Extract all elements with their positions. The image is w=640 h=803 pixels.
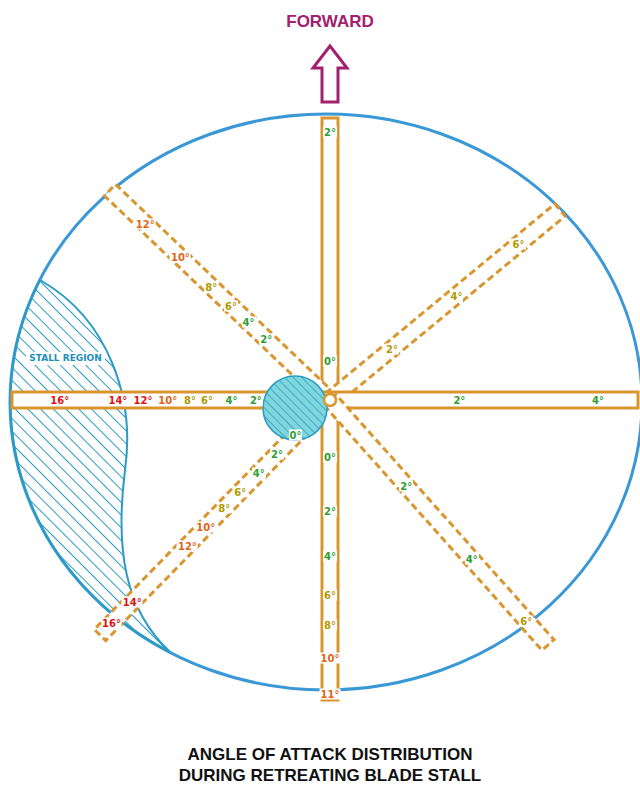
forward-arrow xyxy=(313,46,347,102)
angle-of-attack: 2° xyxy=(270,449,284,460)
rotor-hub xyxy=(324,394,336,406)
angle-of-attack: 0° xyxy=(323,355,337,366)
angle-of-attack: 4° xyxy=(242,317,256,328)
rotor-blade xyxy=(322,118,338,400)
rotor-blade xyxy=(325,204,565,406)
angle-of-attack: 2° xyxy=(259,334,273,345)
angle-of-attack: 8° xyxy=(204,281,218,292)
rotor-blades xyxy=(12,118,638,700)
angle-of-attack: 14° xyxy=(122,597,143,608)
angle-of-attack: 12° xyxy=(133,395,154,406)
angle-of-attack: 11° xyxy=(320,689,341,700)
angle-of-attack: 4° xyxy=(252,467,266,478)
angle-of-attack: 16° xyxy=(101,618,122,629)
angle-of-attack: 10° xyxy=(320,653,341,664)
stall-region: STALL REGION xyxy=(26,352,105,365)
angle-of-attack: 2° xyxy=(452,395,466,406)
rotor-blade xyxy=(104,184,335,406)
angle-of-attack: 2° xyxy=(399,480,413,491)
direction-title: FORWARD xyxy=(286,12,374,32)
angle-of-attack: 4° xyxy=(465,554,479,565)
angle-of-attack: 4° xyxy=(591,395,605,406)
angle-of-attack: 6° xyxy=(512,239,526,250)
rotor-blade xyxy=(324,395,554,651)
angle-of-attack: 2° xyxy=(249,395,263,406)
region-label: STALL REGION xyxy=(28,353,103,364)
angle-of-attack: 6° xyxy=(519,615,533,626)
angle-of-attack: 6° xyxy=(233,486,247,497)
angle-of-attack: 2° xyxy=(385,343,399,354)
angle-of-attack: 12° xyxy=(177,540,198,551)
angle-of-attack: 6° xyxy=(224,300,238,311)
angle-of-attack: 0° xyxy=(289,430,303,441)
angle-of-attack: 8° xyxy=(217,503,231,514)
angle-of-attack: 2° xyxy=(323,127,337,138)
angle-of-attack: 10° xyxy=(195,521,216,532)
angle-of-attack: 6° xyxy=(200,395,214,406)
angle-of-attack: 8° xyxy=(183,395,197,406)
angle-of-attack: 14° xyxy=(107,395,128,406)
angle-of-attack: 12° xyxy=(135,218,156,229)
angle-of-attack: 4° xyxy=(323,551,337,562)
angle-of-attack: 10° xyxy=(170,252,191,263)
reverse-flow-hub xyxy=(263,376,327,440)
rotor-blade xyxy=(330,392,638,408)
angle-of-attack: 4° xyxy=(450,290,464,301)
angle-of-attack: 6° xyxy=(323,590,337,601)
angle-of-attack: 16° xyxy=(49,395,70,406)
angle-of-attack: 4° xyxy=(224,395,238,406)
angle-of-attack: 10° xyxy=(157,395,178,406)
angle-of-attack: 0° xyxy=(323,452,337,463)
diagram-caption: ANGLE OF ATTACK DISTRIBUTION DURING RETR… xyxy=(160,744,500,786)
rotor-blade xyxy=(94,394,335,640)
angle-of-attack: 8° xyxy=(323,620,337,631)
angle-of-attack: 2° xyxy=(323,506,337,517)
